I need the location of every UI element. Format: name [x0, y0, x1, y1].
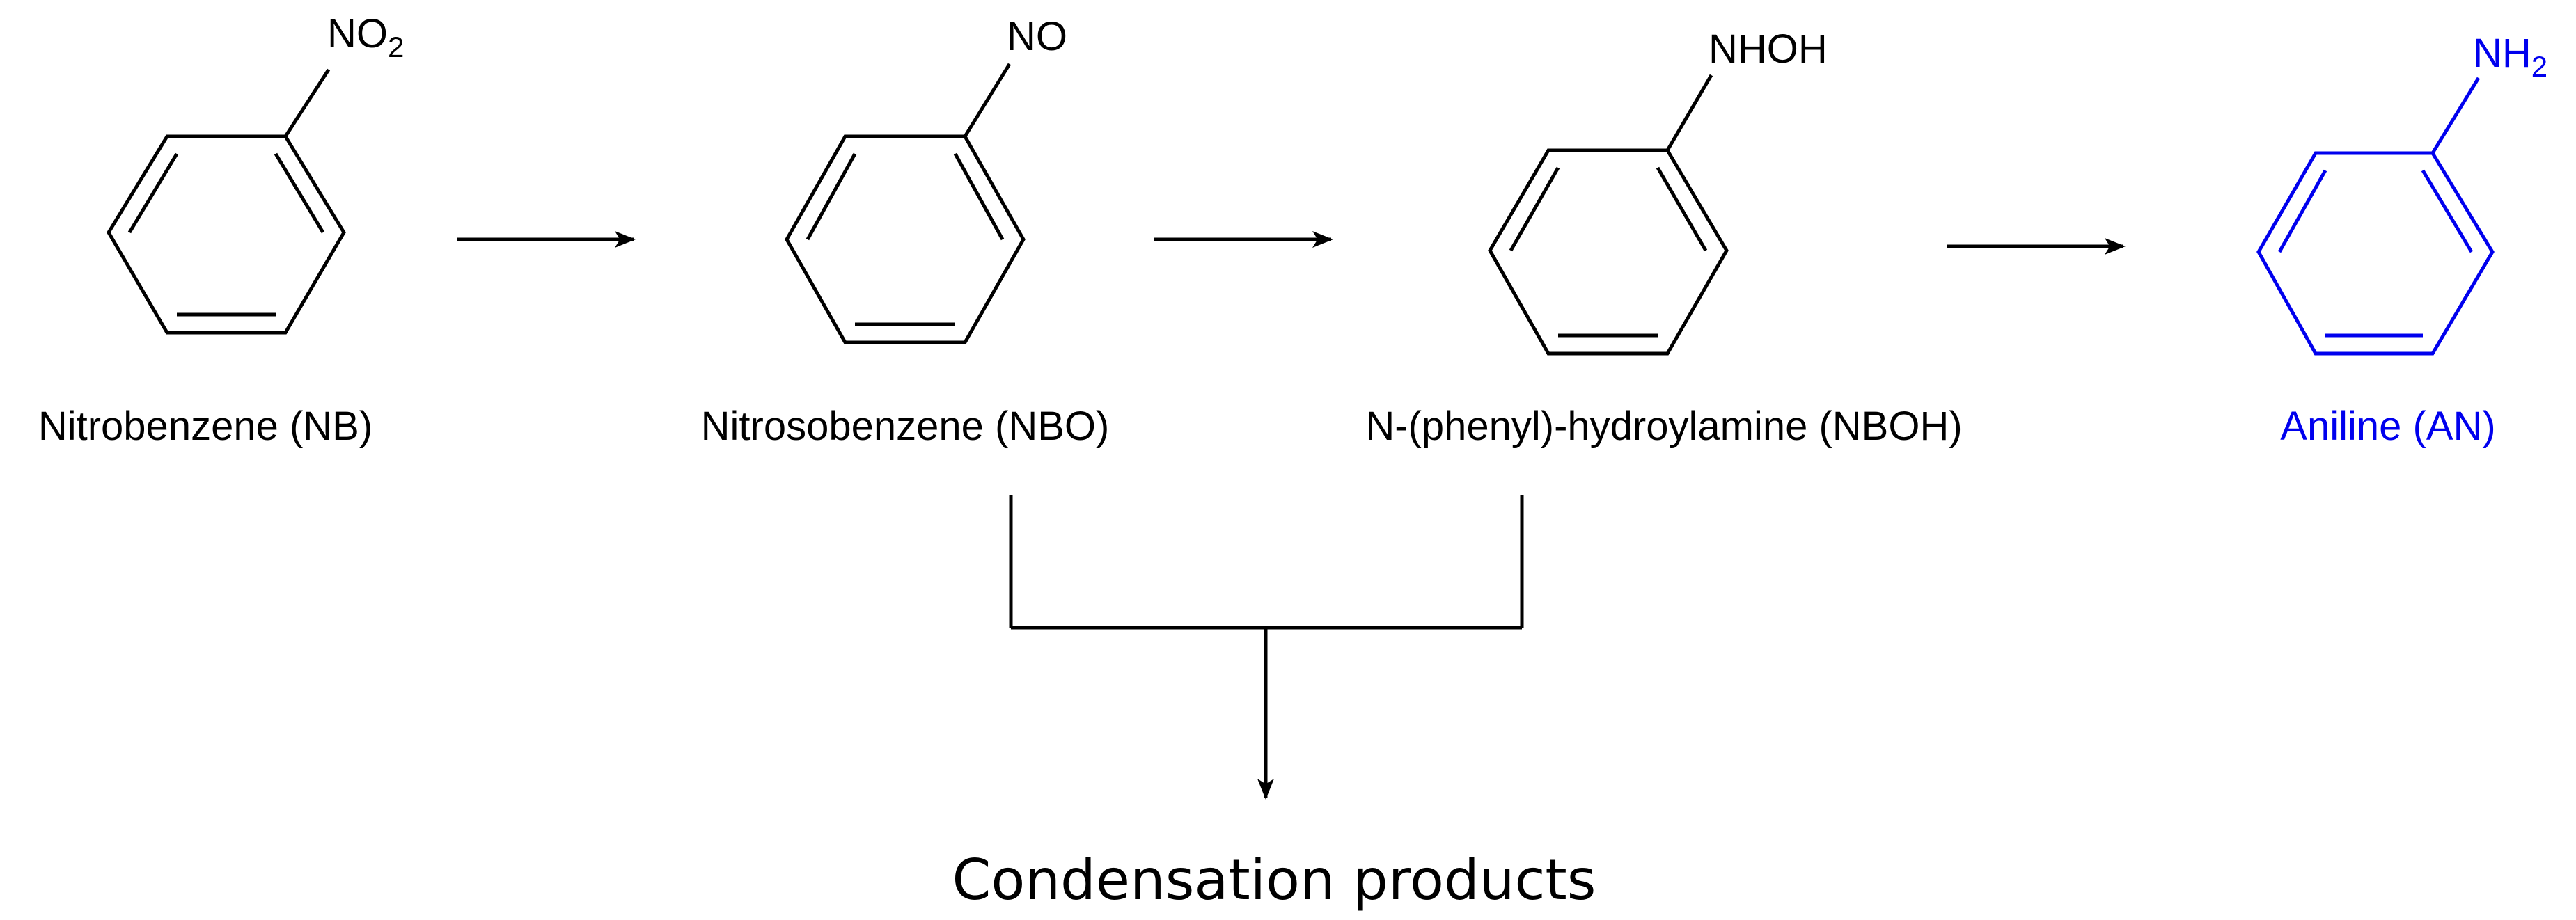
aniline-structure: [2256, 77, 2495, 356]
nitrobenzene-structure: [107, 68, 346, 335]
phenylhydroxylamine-structure: [1488, 74, 1729, 356]
nitrosobenzene-name: Nitrosobenzene (NBO): [701, 404, 1110, 449]
nitrosobenzene-group-label: NO: [1007, 14, 1067, 59]
nitrosobenzene-group-text: NO: [1007, 14, 1067, 59]
phenylhydroxylamine-group-label: NHOH: [1709, 26, 1828, 72]
phenylhydroxylamine-name: N-(phenyl)-hydroylamine (NBOH): [1365, 404, 1962, 449]
aniline-group-subscript: 2: [2531, 50, 2547, 83]
nitrobenzene-group-text: NO: [327, 11, 388, 56]
condensation-bracket: [1009, 495, 1524, 630]
nitrobenzene-group-label: NO2: [327, 11, 404, 63]
nitrobenzene-name: Nitrobenzene (NB): [38, 404, 372, 449]
aniline-group-label: NH2: [2473, 31, 2547, 83]
aniline-group-text: NH: [2473, 31, 2531, 76]
nitrobenzene-group-subscript: 2: [388, 31, 404, 63]
condensation-products-label: Condensation products: [952, 848, 1596, 912]
nitrosobenzene-structure: [785, 63, 1026, 344]
aniline-name: Aniline (AN): [2280, 404, 2495, 449]
phenylhydroxylamine-group-text: NHOH: [1709, 26, 1828, 72]
